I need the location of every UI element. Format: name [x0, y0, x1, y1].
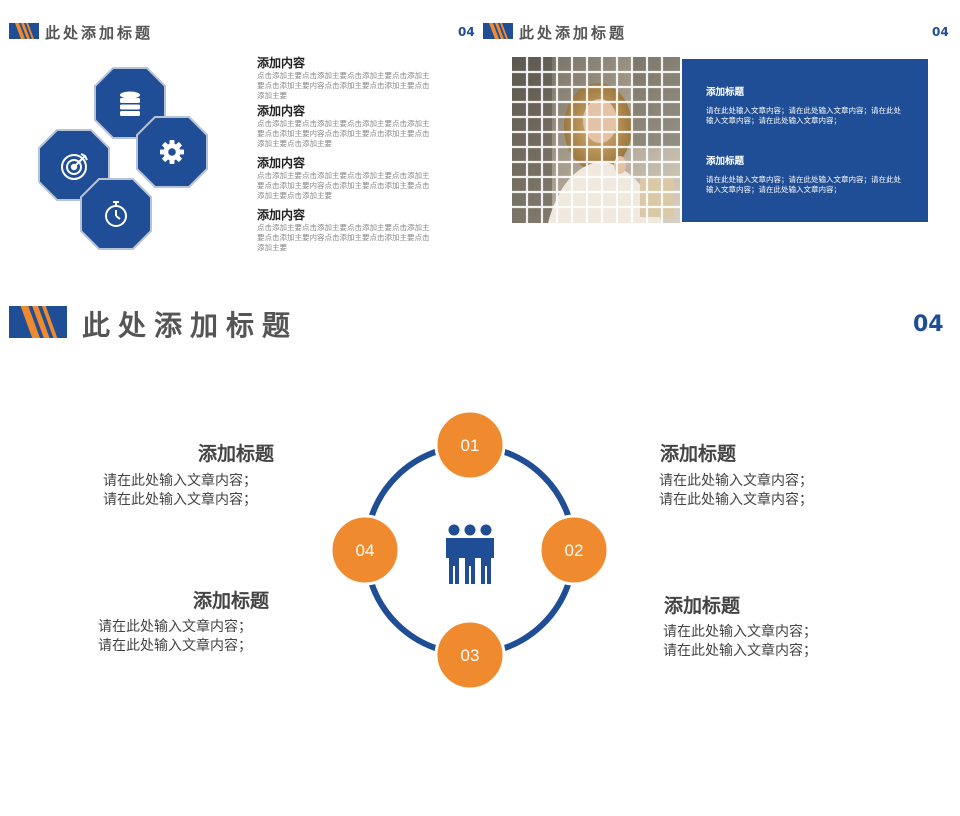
icon-cluster — [38, 67, 208, 250]
item-heading: 添加内容 — [257, 56, 306, 70]
item-text: 点击添加主要点击添加主要点击添加主要点击添加主要点击添加主要内容点击添加主要点击… — [257, 171, 430, 200]
brand-logo — [9, 23, 39, 39]
item-text: 点击添加主要点击添加主要点击添加主要点击添加主要点击添加主要内容点击添加主要点击… — [257, 119, 430, 148]
content-item: 添加内容 点击添加主要点击添加主要点击添加主要点击添加主要点击添加主要内容点击添… — [257, 156, 433, 201]
database-icon — [120, 91, 140, 116]
box-heading: 添加标题 — [706, 87, 745, 98]
item-heading: 添加内容 — [257, 104, 306, 118]
circle-node-04: 04 — [330, 514, 401, 586]
block-heading: 添加标题 — [198, 443, 275, 465]
circle-node-02: 02 — [538, 514, 610, 586]
block-text-line: 请在此处输入文章内容； — [98, 638, 252, 654]
circle-label: 02 — [565, 541, 584, 560]
block-text-line: 请在此处输入文章内容； — [103, 492, 257, 508]
block-heading: 添加标题 — [664, 595, 741, 617]
block-heading: 添加标题 — [193, 590, 270, 612]
block-text-line: 请在此处输入文章内容； — [663, 643, 817, 659]
block-heading: 添加标题 — [660, 443, 737, 465]
box-text: 请在此处输入文章内容；请在此处输入文章内容；请在此处输入文章内容；请在此处输入文… — [706, 106, 901, 125]
circle-label: 01 — [461, 436, 480, 455]
cycle-diagram: 01 02 03 04 — [330, 410, 610, 691]
main-title: 此处添加标题 — [82, 309, 299, 342]
brand-logo — [483, 23, 513, 39]
panel-right-page-number: 04 — [932, 25, 949, 39]
target-icon — [61, 153, 88, 180]
circle-node-03: 03 — [434, 619, 506, 691]
block-text-line: 请在此处输入文章内容； — [103, 473, 257, 489]
panel-right-title: 此处添加标题 — [519, 24, 628, 42]
circle-label: 04 — [356, 541, 375, 560]
gear-icon — [160, 140, 184, 164]
stopwatch-icon — [105, 201, 127, 227]
main-page-number: 04 — [913, 312, 944, 337]
content-item: 添加内容 点击添加主要点击添加主要点击添加主要点击添加主要点击添加主要内容点击添… — [257, 104, 433, 149]
brand-logo — [9, 306, 67, 338]
panel-left-page-number: 04 — [458, 25, 475, 39]
item-heading: 添加内容 — [257, 156, 306, 170]
circle-node-01: 01 — [434, 410, 506, 481]
item-text: 点击添加主要点击添加主要点击添加主要点击添加主要点击添加主要内容点击添加主要点击… — [257, 223, 430, 252]
circle-label: 03 — [461, 646, 480, 665]
box-heading: 添加标题 — [706, 156, 745, 167]
box-text: 请在此处输入文章内容；请在此处输入文章内容；请在此处输入文章内容；请在此处输入文… — [706, 175, 901, 194]
panel-left-title: 此处添加标题 — [45, 24, 154, 42]
info-box: 添加标题 请在此处输入文章内容；请在此处输入文章内容；请在此处输入文章内容；请在… — [682, 59, 928, 222]
content-item: 添加内容 点击添加主要点击添加主要点击添加主要点击添加主要点击添加主要内容点击添… — [257, 56, 433, 101]
team-icon — [446, 524, 494, 584]
block-text-line: 请在此处输入文章内容； — [663, 624, 817, 640]
content-item: 添加内容 点击添加主要点击添加主要点击添加主要点击添加主要点击添加主要内容点击添… — [257, 208, 433, 253]
item-text: 点击添加主要点击添加主要点击添加主要点击添加主要点击添加主要内容点击添加主要点击… — [257, 71, 430, 100]
block-text-line: 请在此处输入文章内容； — [659, 492, 813, 508]
photo-mosaic — [512, 57, 680, 223]
block-text-line: 请在此处输入文章内容； — [98, 619, 252, 635]
item-heading: 添加内容 — [257, 208, 306, 222]
block-text-line: 请在此处输入文章内容； — [659, 473, 813, 489]
